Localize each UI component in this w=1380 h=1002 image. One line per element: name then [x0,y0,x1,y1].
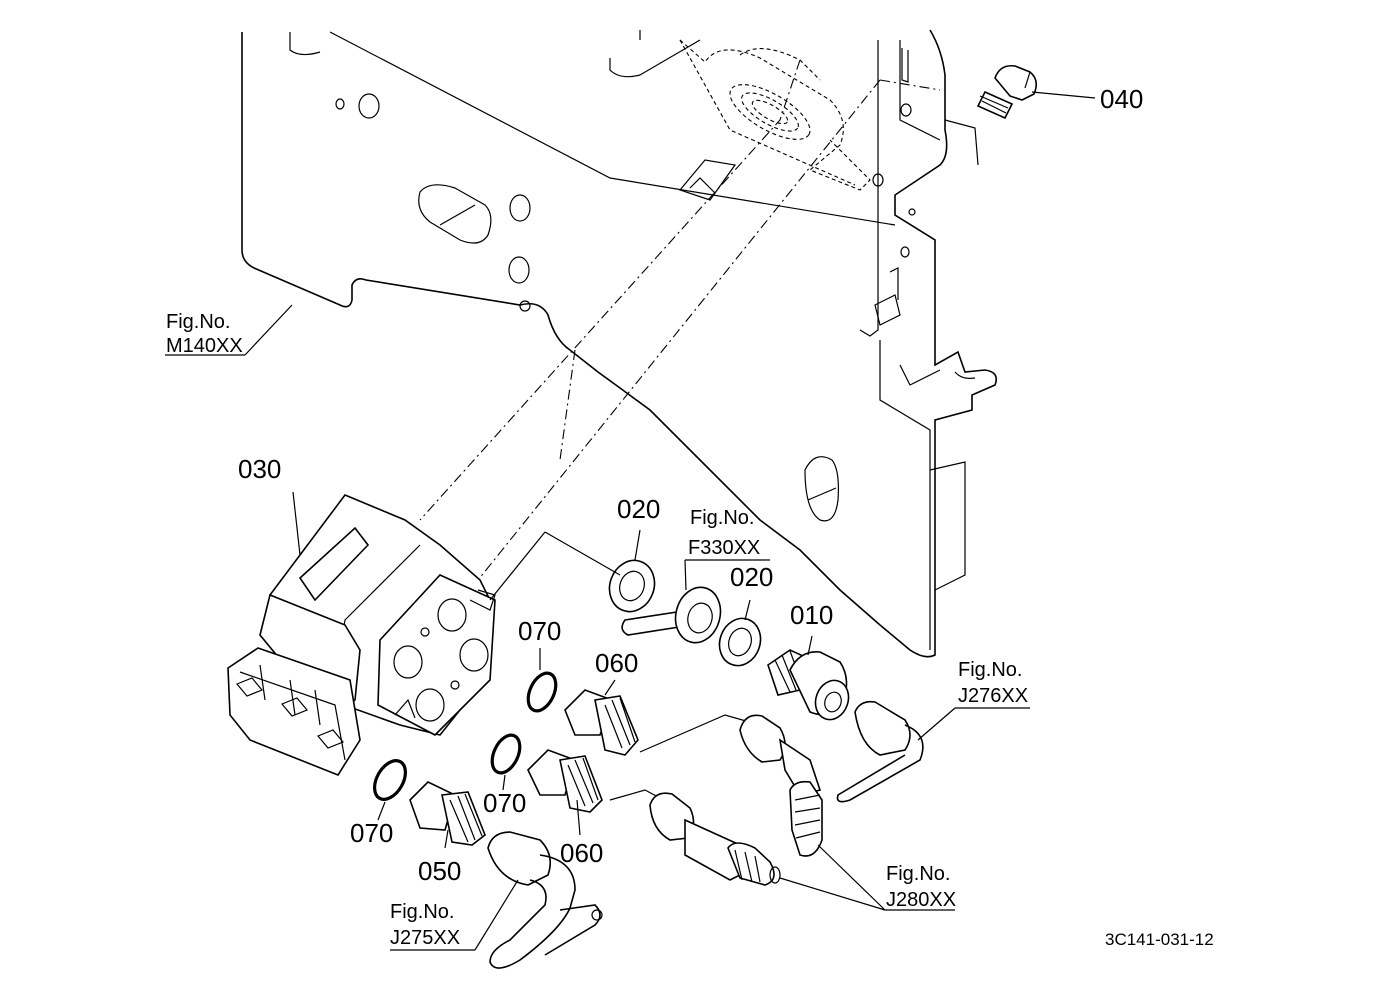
o-ring-070-middle [490,733,522,775]
part-label-060-lower: 060 [560,838,603,868]
leader-060-lower [576,799,581,836]
leader-alignment-a [489,531,546,601]
part-label-070-lower: 070 [350,818,393,848]
leader-020-upper [634,529,641,561]
hose-j275 [487,831,603,969]
bolt-040 [976,64,1038,120]
figref-j275-label: Fig.No. [390,901,454,923]
leader-010 [807,635,813,656]
washer-020-lower [718,617,762,667]
leader-050 [444,829,449,849]
part-label-050: 050 [418,856,461,886]
leader-j280-b [779,877,886,911]
part-label-010: 010 [790,600,833,630]
figref-j280-code: J280XX [886,889,956,911]
leader-030 [292,491,301,556]
gasket-outline [679,39,871,191]
figref-j276-code: J276XX [958,685,1028,707]
steering-unit-030 [227,494,496,776]
leader-070-middle [502,774,506,791]
leader-f330 [684,559,687,591]
figref-j276-label: Fig.No. [958,659,1022,681]
leader-j276 [917,707,956,741]
leader-060-upper [604,679,616,696]
o-ring-070-upper [526,671,558,713]
hose-j276 [836,700,924,803]
part-label-070-middle: 070 [483,788,526,818]
leader-m140 [244,304,293,356]
adapter-060-upper [564,689,639,756]
figref-m140-code: M140XX [166,335,243,357]
part-label-020-lower: 020 [730,562,773,592]
leader-020-lower [744,599,751,621]
part-label-020-upper: 020 [617,494,660,524]
fitting-010 [767,649,850,721]
figref-j280-label: Fig.No. [886,863,950,885]
leader-j280-a [817,844,886,911]
figref-f330-code: F330XX [688,537,760,559]
figref-j275-code: J275XX [390,927,460,949]
washer-020-upper [608,559,656,613]
o-ring-070-lower [373,759,407,801]
adapter-060-lower [527,749,603,813]
leader-040 [1031,91,1096,99]
leader-alignment-b [544,531,621,576]
part-label-060-upper: 060 [595,648,638,678]
part-label-070-upper: 070 [518,616,561,646]
alignment-lines [419,59,941,591]
leader-070-lower [377,801,386,821]
figref-f330-label: Fig.No. [690,507,754,529]
adapter-050 [409,781,486,846]
leader-j275 [474,879,519,951]
drawing-code: 3C141-031-12 [1105,930,1214,949]
banjo-f330 [621,586,722,644]
part-label-030: 030 [238,454,281,484]
part-label-040: 040 [1100,84,1143,114]
mounting-plate [241,29,998,658]
hose-j280 [609,714,823,886]
figref-m140-label: Fig.No. [166,311,230,333]
